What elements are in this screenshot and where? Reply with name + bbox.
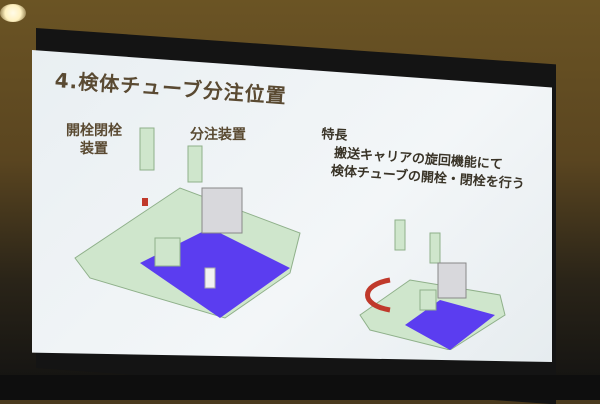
capper-label: 開栓閉栓 装置 bbox=[66, 122, 122, 158]
left-diagram bbox=[74, 127, 301, 319]
right-diagram bbox=[359, 219, 506, 350]
ceiling-light bbox=[0, 4, 26, 22]
capper-label-line1: 開栓閉栓 bbox=[66, 123, 122, 139]
rotation-arrow-icon bbox=[365, 277, 391, 313]
stage-bottom bbox=[0, 375, 600, 400]
capper-label-line2: 装置 bbox=[80, 141, 108, 157]
dispenser-label: 分注装置 bbox=[190, 127, 246, 143]
